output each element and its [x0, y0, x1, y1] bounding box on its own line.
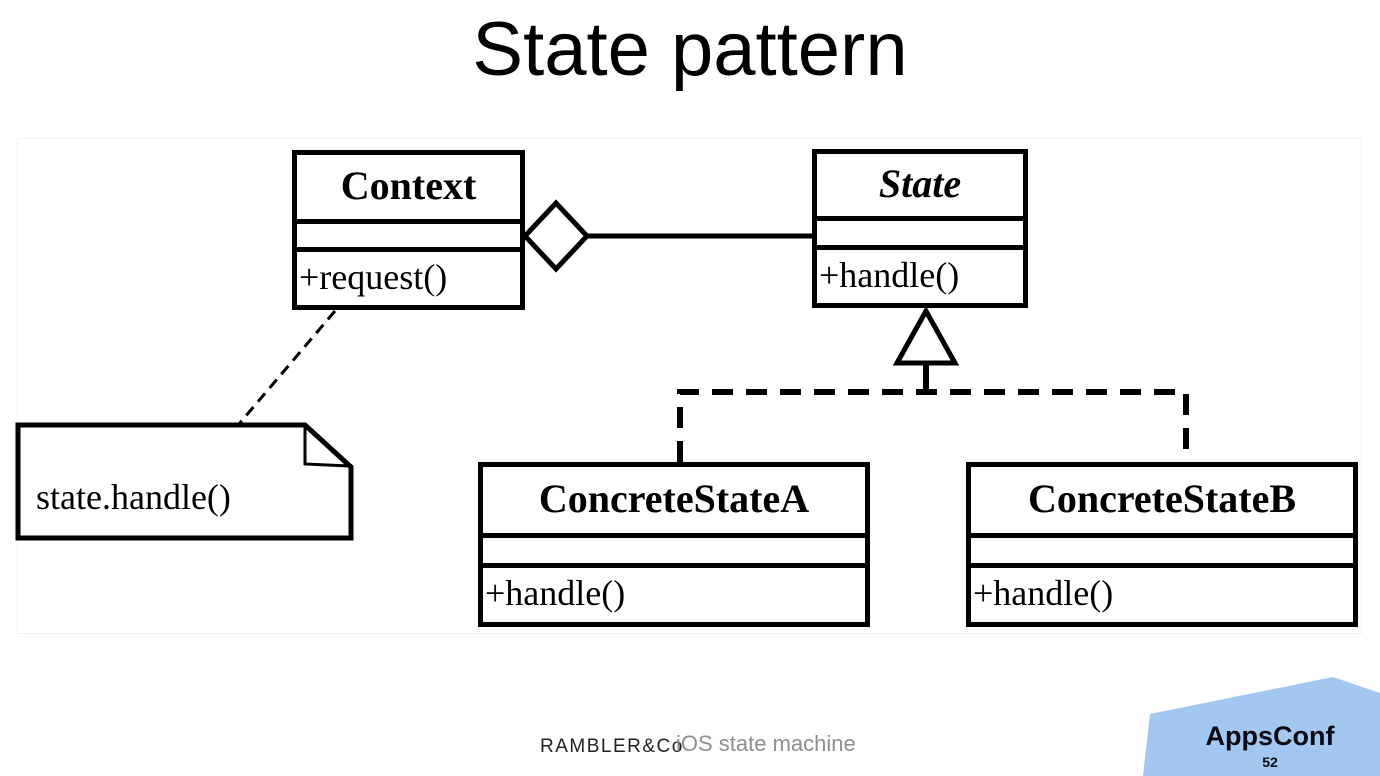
- class-box-context: Context +request(): [292, 150, 525, 310]
- class-method-label: +handle(): [819, 255, 960, 295]
- footer-deck-title: iOS state machine: [676, 731, 856, 756]
- class-title: Context: [297, 155, 520, 224]
- class-method-label: +handle(): [973, 573, 1114, 613]
- appsconf-badge: AppsConf 52: [1140, 670, 1380, 776]
- note-text: state.handle(): [36, 477, 231, 517]
- class-title: ConcreteStateA: [483, 467, 865, 538]
- badge-page-number: 52: [1262, 754, 1278, 770]
- class-attributes-compartment: [297, 224, 520, 252]
- badge-shape: [1143, 677, 1380, 776]
- class-method-label: +request(): [299, 257, 448, 297]
- class-attributes-compartment: [483, 538, 865, 568]
- class-title: State: [817, 154, 1023, 221]
- class-box-state: State +handle(): [812, 149, 1028, 308]
- slide-title: State pattern: [472, 7, 908, 92]
- class-method-label: +handle(): [485, 573, 626, 613]
- class-title: ConcreteStateB: [971, 467, 1353, 538]
- footer-brand-logo: RAMBLER&Co: [540, 736, 684, 757]
- class-attributes-compartment: [971, 538, 1353, 568]
- badge-label: AppsConf: [1205, 721, 1335, 751]
- class-box-concrete-state-b: ConcreteStateB +handle(): [966, 462, 1358, 627]
- class-attributes-compartment: [817, 221, 1023, 250]
- class-box-concrete-state-a: ConcreteStateA +handle(): [478, 462, 870, 627]
